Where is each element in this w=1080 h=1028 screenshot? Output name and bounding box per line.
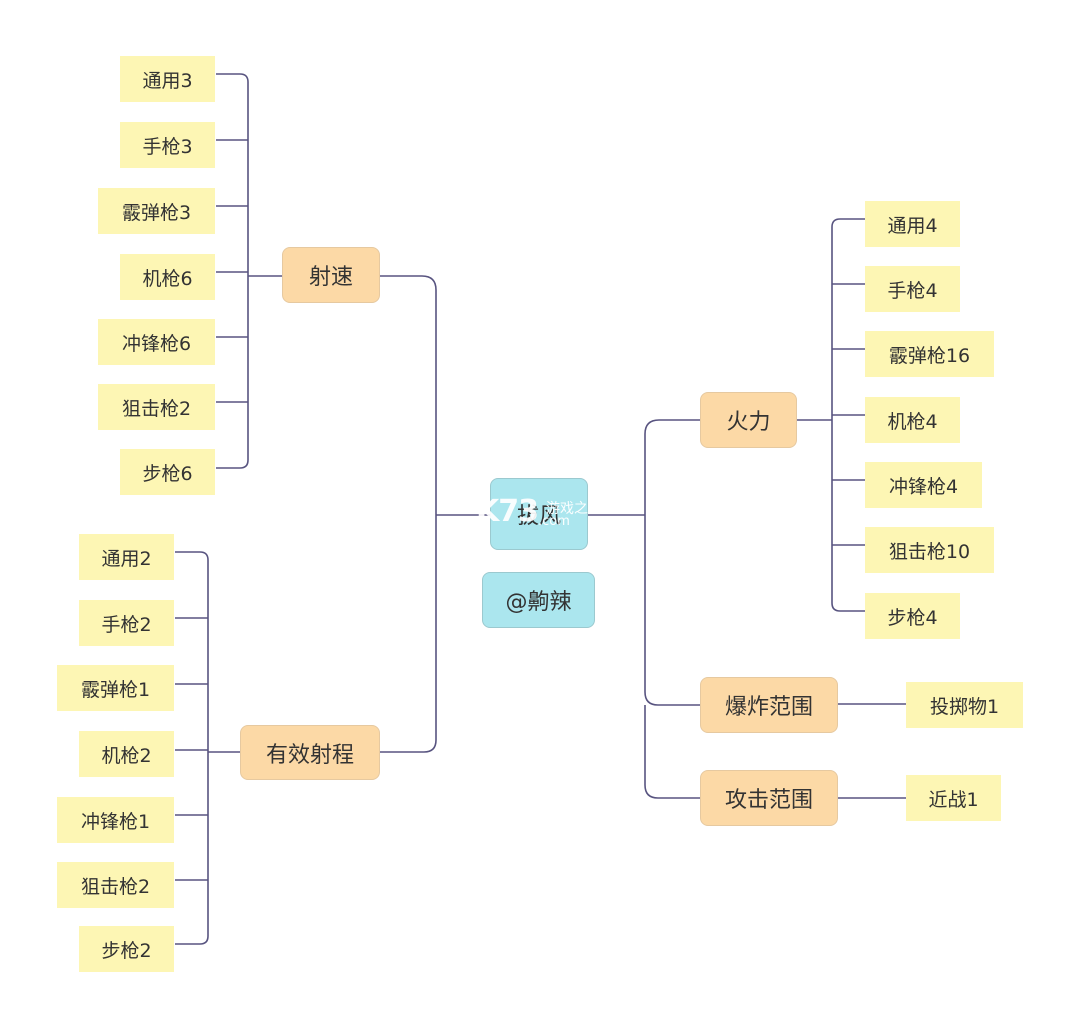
branch-attack-range[interactable]: 攻击范围 <box>700 770 838 826</box>
leaf-label: 手枪3 <box>142 135 193 158</box>
connector-effective-range-leaves <box>175 551 209 945</box>
leaf-attack-range-1[interactable]: 近战1 <box>906 775 1001 821</box>
leaf-label: 机枪6 <box>142 267 193 290</box>
leaf-label: 霰弹枪1 <box>80 678 151 701</box>
connector-fire-rate-leaves <box>216 73 249 469</box>
branch-fire-rate[interactable]: 射速 <box>282 247 380 303</box>
leaf-firepower-3[interactable]: 霰弹枪16 <box>865 331 994 377</box>
connector-trunk-attack <box>644 705 700 799</box>
leaf-firepower-2[interactable]: 手枪4 <box>865 266 960 312</box>
leaf-fire-rate-3[interactable]: 霰弹枪3 <box>98 188 215 234</box>
connector-trunk-explosion <box>644 515 700 706</box>
leaf-label: 手枪2 <box>101 613 152 636</box>
branch-effective-range-label: 有效射程 <box>265 742 354 768</box>
leaf-fire-rate-4[interactable]: 机枪6 <box>120 254 215 300</box>
center-topic[interactable]: 拔风 <box>490 478 588 550</box>
leaf-label: 机枪2 <box>101 744 152 767</box>
author-tag-label: @齁辣 <box>505 590 572 615</box>
leaf-label: 通用2 <box>101 547 152 570</box>
leaf-firepower-5[interactable]: 冲锋枪4 <box>865 462 982 508</box>
leaf-label: 狙击枪10 <box>888 540 971 563</box>
leaf-effective-range-6[interactable]: 狙击枪2 <box>57 862 174 908</box>
leaf-fire-rate-2[interactable]: 手枪3 <box>120 122 215 168</box>
leaf-label: 近战1 <box>928 788 979 811</box>
branch-firepower[interactable]: 火力 <box>700 392 797 448</box>
connector-trunk-firepower <box>644 419 700 515</box>
leaf-label: 冲锋枪1 <box>80 810 151 833</box>
leaf-label: 霰弹枪3 <box>121 201 192 224</box>
leaf-label: 步枪6 <box>142 462 193 485</box>
leaf-effective-range-5[interactable]: 冲锋枪1 <box>57 797 174 843</box>
leaf-firepower-1[interactable]: 通用4 <box>865 201 960 247</box>
leaf-label: 狙击枪2 <box>121 397 192 420</box>
leaf-effective-range-2[interactable]: 手枪2 <box>79 600 174 646</box>
branch-attack-range-label: 攻击范围 <box>724 788 813 813</box>
leaf-firepower-7[interactable]: 步枪4 <box>865 593 960 639</box>
leaf-label: 机枪4 <box>887 410 938 433</box>
leaf-fire-rate-6[interactable]: 狙击枪2 <box>98 384 215 430</box>
leaf-effective-range-1[interactable]: 通用2 <box>79 534 174 580</box>
leaf-label: 冲锋枪6 <box>121 332 192 355</box>
center-topic-label: 拔风 <box>516 504 561 529</box>
leaf-label: 步枪4 <box>887 606 938 629</box>
connector-trunk-effective-range <box>380 515 437 753</box>
leaf-effective-range-4[interactable]: 机枪2 <box>79 731 174 777</box>
connector-trunk-fire-rate <box>380 275 437 515</box>
branch-firepower-label: 火力 <box>726 410 771 435</box>
leaf-label: 狙击枪2 <box>80 875 151 898</box>
leaf-firepower-4[interactable]: 机枪4 <box>865 397 960 443</box>
leaf-label: 冲锋枪4 <box>888 475 959 498</box>
leaf-label: 手枪4 <box>887 279 938 302</box>
leaf-effective-range-7[interactable]: 步枪2 <box>79 926 174 972</box>
leaf-fire-rate-7[interactable]: 步枪6 <box>120 449 215 495</box>
branch-explosion-range-label: 爆炸范围 <box>724 695 813 720</box>
branch-explosion-range[interactable]: 爆炸范围 <box>700 677 838 733</box>
connector-firepower-leaves <box>831 218 865 612</box>
leaf-label: 通用4 <box>887 214 938 237</box>
leaf-label: 霰弹枪16 <box>888 344 971 367</box>
leaf-firepower-6[interactable]: 狙击枪10 <box>865 527 994 573</box>
branch-effective-range[interactable]: 有效射程 <box>240 725 380 780</box>
branch-fire-rate-label: 射速 <box>308 265 353 290</box>
leaf-fire-rate-5[interactable]: 冲锋枪6 <box>98 319 215 365</box>
leaf-effective-range-3[interactable]: 霰弹枪1 <box>57 665 174 711</box>
leaf-fire-rate-1[interactable]: 通用3 <box>120 56 215 102</box>
author-tag[interactable]: @齁辣 <box>482 572 595 628</box>
leaf-label: 步枪2 <box>101 939 152 962</box>
leaf-label: 通用3 <box>142 69 193 92</box>
leaf-explosion-range-1[interactable]: 投掷物1 <box>906 682 1023 728</box>
leaf-label: 投掷物1 <box>929 695 1000 718</box>
